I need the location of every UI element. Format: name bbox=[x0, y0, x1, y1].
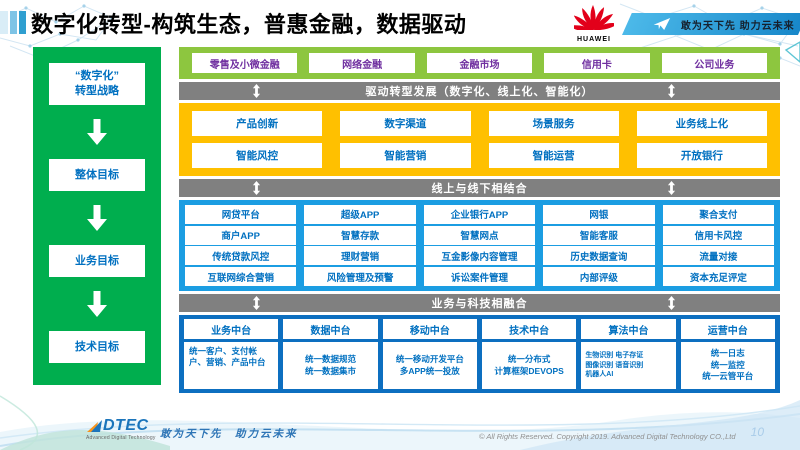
capability-box: 智能营销 bbox=[340, 142, 471, 168]
application-box: 网银 bbox=[543, 204, 655, 224]
platform-items: 统一移动开发平台 多APP统一投放 bbox=[382, 342, 477, 389]
application-box: 商户APP bbox=[185, 225, 297, 245]
platform-items: 统一数据规范 统一数据集市 bbox=[283, 342, 378, 389]
application-box: 智慧网点 bbox=[423, 225, 536, 245]
capability-box: 业务线上化 bbox=[636, 111, 767, 137]
platform-items: 统一客户、支付帐户、营销、产品中台 bbox=[184, 342, 279, 389]
platform-title: 移动中台 bbox=[382, 319, 477, 339]
diagram-main: 零售及小微金融 网络金融 金融市场 信用卡 公司业务 驱动转型发展（数字化、线上… bbox=[179, 47, 780, 393]
application-box: 互联网综合营销 bbox=[185, 267, 297, 287]
application-box: 流量对接 bbox=[662, 246, 775, 266]
business-line-box: 零售及小微金融 bbox=[192, 53, 298, 73]
application-box: 企业银行APP bbox=[423, 204, 536, 224]
huawei-wordmark: HUAWEI bbox=[577, 36, 611, 43]
platform-column-tech: 技术中台 统一分布式 计算框架DEVOPS bbox=[481, 319, 577, 389]
application-box: 超级APP bbox=[304, 204, 416, 224]
page-title: 数字化转型-构筑生态，普惠金融，数据驱动 bbox=[31, 12, 467, 37]
huawei-logo: HUAWEI bbox=[569, 4, 619, 43]
dtec-logo-icon bbox=[87, 420, 102, 432]
business-line-box: 信用卡 bbox=[544, 53, 650, 73]
band-online-offline: 线上与线下相结合 bbox=[179, 179, 780, 197]
capability-box: 数字渠道 bbox=[340, 111, 471, 137]
band-label: 线上与线下相结合 bbox=[431, 183, 528, 195]
capability-box: 智能运营 bbox=[488, 142, 619, 168]
down-arrow-icon bbox=[87, 205, 107, 231]
double-vertical-arrow-icon bbox=[667, 84, 675, 98]
platform-items: 生物识别 电子存证 图像识别 语音识别 机器人AI bbox=[581, 342, 676, 389]
application-box: 智慧存款 bbox=[304, 225, 416, 245]
dtec-subtext: Advanced Digital Technology bbox=[86, 435, 156, 441]
paper-plane-icon bbox=[653, 18, 671, 30]
sidebar-item-digital-strategy: “数字化” 转型战略 bbox=[49, 63, 145, 105]
slogan-banner: 敢为天下先 助力云未来 bbox=[622, 13, 800, 35]
application-box: 聚合支付 bbox=[662, 204, 775, 224]
double-vertical-arrow-icon bbox=[667, 181, 675, 195]
copyright-text: © All Rights Reserved. Copyright 2019. A… bbox=[479, 432, 736, 441]
platform-title: 运营中台 bbox=[680, 319, 775, 339]
double-vertical-arrow-icon bbox=[253, 181, 261, 195]
platform-title: 算法中台 bbox=[581, 319, 676, 339]
band-drive-transformation: 驱动转型发展（数字化、线上化、智能化） bbox=[179, 82, 780, 100]
capability-area: 产品创新 数字渠道 场景服务 业务线上化 智能风控 智能营销 智能运营 开放银行 bbox=[179, 103, 780, 176]
double-vertical-arrow-icon bbox=[253, 84, 261, 98]
application-box: 网贷平台 bbox=[185, 204, 297, 224]
application-box: 资本充足评定 bbox=[662, 267, 775, 287]
platform-title: 技术中台 bbox=[481, 319, 577, 339]
capability-box: 开放银行 bbox=[636, 142, 767, 168]
application-area: 网贷平台 超级APP 企业银行APP 网银 聚合支付 商户APP 智慧存款 智慧… bbox=[179, 200, 780, 291]
business-lines-row: 零售及小微金融 网络金融 金融市场 信用卡 公司业务 bbox=[179, 47, 780, 79]
application-box: 信用卡风控 bbox=[662, 225, 775, 245]
platform-column-algorithm: 算法中台 生物识别 电子存证 图像识别 语音识别 机器人AI bbox=[581, 319, 676, 389]
down-arrow-icon bbox=[87, 119, 107, 145]
application-box: 诉讼案件管理 bbox=[423, 267, 536, 287]
platform-column-operation: 运营中台 统一日志 统一监控 统一云管平台 bbox=[680, 319, 775, 389]
band-business-tech-fusion: 业务与科技相融合 bbox=[179, 294, 780, 312]
application-box: 历史数据查询 bbox=[543, 246, 655, 266]
application-box: 传统贷款风控 bbox=[185, 246, 297, 266]
platform-title: 数据中台 bbox=[283, 319, 378, 339]
business-line-box: 金融市场 bbox=[426, 53, 533, 73]
application-box: 智能客服 bbox=[543, 225, 655, 245]
application-box: 风险管理及预警 bbox=[304, 267, 416, 287]
double-vertical-arrow-icon bbox=[667, 296, 675, 310]
capability-box: 智能风控 bbox=[192, 142, 323, 168]
footer-slogan: 敢为天下先 助力云未来 bbox=[160, 428, 298, 440]
platform-column-data: 数据中台 统一数据规范 统一数据集市 bbox=[283, 319, 378, 389]
sidebar-item-overall-goal: 整体目标 bbox=[49, 159, 145, 191]
platform-items: 统一日志 统一监控 统一云管平台 bbox=[680, 342, 775, 389]
middle-platform-area: 业务中台 统一客户、支付帐户、营销、产品中台 数据中台 统一数据规范 统一数据集… bbox=[179, 315, 780, 393]
application-box: 内部评级 bbox=[543, 267, 655, 287]
title-accent-bar bbox=[0, 11, 26, 34]
band-label: 驱动转型发展（数字化、线上化、智能化） bbox=[365, 86, 594, 98]
dtec-logo: DTEC Advanced Digital Technology bbox=[86, 417, 156, 442]
page-number: 10 bbox=[750, 425, 764, 439]
dtec-wordmark: DTEC bbox=[103, 417, 149, 434]
capability-box: 产品创新 bbox=[192, 111, 323, 137]
platform-column-business: 业务中台 统一客户、支付帐户、营销、产品中台 bbox=[184, 319, 279, 389]
sidebar-item-tech-goal: 技术目标 bbox=[49, 331, 145, 363]
double-vertical-arrow-icon bbox=[253, 296, 261, 310]
platform-column-mobile: 移动中台 统一移动开发平台 多APP统一投放 bbox=[382, 319, 477, 389]
business-line-box: 网络金融 bbox=[309, 53, 415, 73]
band-label: 业务与科技相融合 bbox=[431, 298, 528, 310]
strategy-sidebar: “数字化” 转型战略 整体目标 业务目标 技术目标 bbox=[33, 47, 161, 385]
down-arrow-icon bbox=[87, 291, 107, 317]
platform-items: 统一分布式 计算框架DEVOPS bbox=[481, 342, 577, 389]
sidebar-item-business-goal: 业务目标 bbox=[49, 245, 145, 277]
capability-box: 场景服务 bbox=[488, 111, 619, 137]
banner-slogan: 敢为天下先 助力云未来 bbox=[680, 20, 795, 32]
huawei-flower-icon bbox=[569, 5, 619, 32]
platform-title: 业务中台 bbox=[184, 319, 279, 339]
application-box: 理财营销 bbox=[304, 246, 416, 266]
application-box: 互金影像内容管理 bbox=[423, 246, 536, 266]
business-line-box: 公司业务 bbox=[661, 53, 768, 73]
